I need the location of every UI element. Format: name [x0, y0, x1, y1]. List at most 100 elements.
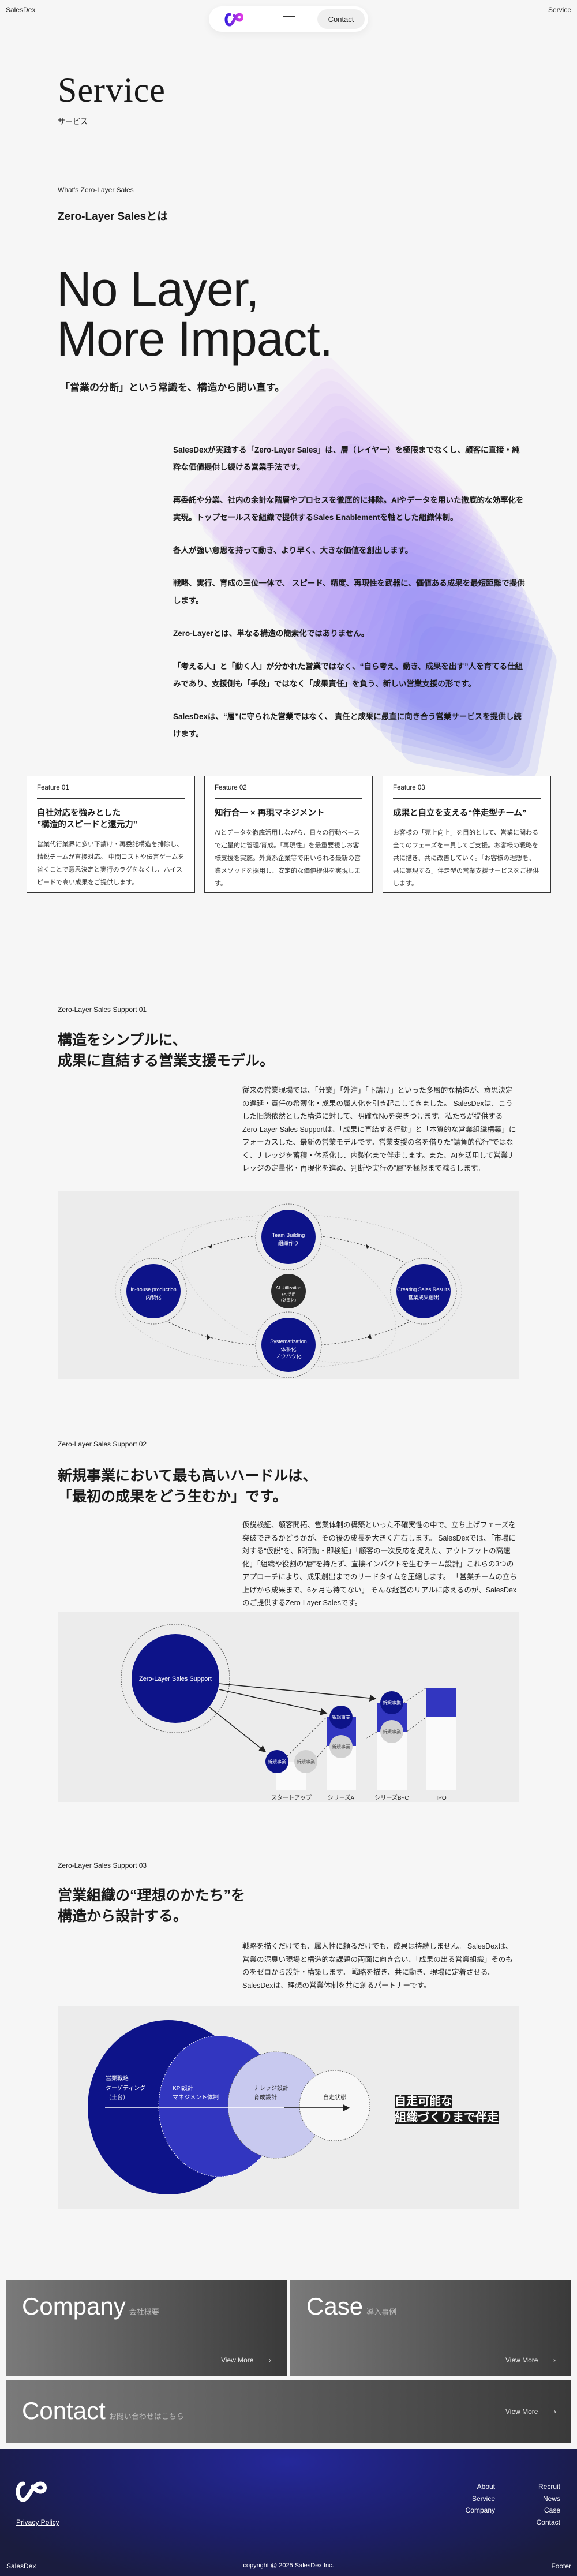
footer-link[interactable]: About — [477, 2482, 495, 2491]
footer-logo-icon[interactable] — [15, 2480, 50, 2506]
arrow-head-icon — [209, 1244, 212, 1249]
svg-text:ターゲティング: ターゲティング — [106, 2084, 145, 2092]
card-title: Case — [306, 2293, 364, 2320]
contact-button[interactable]: Contact — [317, 9, 365, 29]
chevron-right-icon: › — [554, 2407, 556, 2416]
card-subtitle: 導入事例 — [366, 2308, 397, 2316]
layers-diagram: 営業戦略ターゲティング（土台） KPI設計マネジメント体制 ナレッジ設計育成設計… — [58, 2006, 519, 2209]
svg-text:新規事業: 新規事業 — [332, 1714, 350, 1720]
layer-autonomous — [299, 2070, 370, 2141]
svg-text:ナレッジ設計: ナレッジ設計 — [254, 2084, 288, 2092]
support-02-title: 新規事業において最も高いハードルは、 「最初の成果をどう生むか」です。 — [58, 1468, 317, 1505]
intro-paragraph: 再委託や分業、社内の余計な階層やプロセスを徹底的に排除。AIやデータを用いた徹底… — [173, 496, 524, 522]
feature-title: 成果と自立を支える“伴走型チーム” — [393, 809, 527, 818]
nav-bar: Contact — [209, 6, 368, 32]
hero-tagline: 「営業の分断」という常識を、構造から問い直す。 — [60, 382, 285, 393]
node-sales-results: Creating Sales Results 営業成果創出 — [390, 1258, 457, 1325]
footer-label: Footer — [551, 2562, 571, 2570]
footer-brand: SalesDex — [6, 2562, 36, 2570]
stage-label: IPO — [436, 1795, 446, 1801]
svg-text:Creating Sales Results: Creating Sales Results — [397, 1287, 450, 1292]
footer-link[interactable]: Contact — [536, 2518, 560, 2526]
support-ring — [121, 1624, 230, 1733]
feature-title: 自社対応を強みとした ”構造的スピードと還元力” — [37, 809, 137, 829]
footer: Privacy Policy About Service Company Rec… — [0, 2449, 577, 2576]
stage-label: スタートアップ — [271, 1794, 312, 1801]
intro-paragraph: 各人が強い意思を持って動き、より早く、大きな価値を創出します。 — [173, 546, 413, 555]
feature-card: Feature 03 成果と自立を支える“伴走型チーム” お客様の「売上向上」を… — [383, 776, 551, 893]
card-title: Company — [22, 2293, 126, 2320]
stage-label: シリーズA — [328, 1794, 354, 1801]
support-02-body: 仮説検証、顧客開拓、営業体制の構築といった不確実性の中で、立ち上げフェーズを突破… — [242, 1521, 517, 1607]
svg-text:営業成果創出: 営業成果創出 — [408, 1294, 439, 1300]
callout-text: 組織づくりまで伴走 — [395, 2111, 499, 2124]
menu-icon[interactable] — [283, 16, 295, 22]
footer-link[interactable]: Case — [544, 2506, 560, 2514]
view-more-link[interactable]: View More — [221, 2356, 254, 2364]
feature-label: Feature 01 — [37, 784, 185, 799]
intro-paragraph: SalesDexが実践する「Zero-Layer Sales」は、層（レイヤー）… — [173, 446, 520, 472]
svg-text:体系化: 体系化 — [280, 1346, 296, 1352]
support-01-body: 従来の営業現場では、「分業」「外注」「下請け」といった多層的な構造が、意思決定の… — [242, 1086, 516, 1172]
card-subtitle: 会社概要 — [129, 2308, 159, 2316]
view-more-link[interactable]: View More — [505, 2407, 538, 2416]
page-subtitle: サービス — [58, 117, 88, 126]
growth-diagram: Zero-Layer Sales Support 新規事業 新規事業 新規事業 … — [58, 1612, 519, 1802]
hero-headline: No Layer, More Impact. — [57, 262, 333, 366]
svg-text:Team Building: Team Building — [272, 1232, 305, 1238]
intro-text: SalesDexが実践する「Zero-Layer Sales」は、層（レイヤー）… — [173, 442, 525, 758]
svg-text:In-house production: In-house production — [130, 1287, 177, 1292]
support-01-label: Zero-Layer Sales Support 01 — [58, 1005, 147, 1014]
intro-paragraph: 戦略、実行、育成の三位一体で、 スピード、精度、再現性を武器に、価値ある成果を最… — [173, 579, 525, 605]
feature-label: Feature 02 — [215, 784, 362, 799]
feature-card: Feature 01 自社対応を強みとした ”構造的スピードと還元力” 営業代行… — [27, 776, 195, 893]
svg-text:（土台）: （土台） — [106, 2093, 129, 2101]
chevron-right-icon: › — [553, 2356, 556, 2364]
intro-paragraph: Zero-Layerとは、単なる構造の簡素化ではありません。 — [173, 629, 369, 638]
card-subtitle: お問い合わせはこちら — [108, 2412, 184, 2421]
privacy-policy-link[interactable]: Privacy Policy — [16, 2518, 59, 2526]
footer-link[interactable]: Service — [471, 2494, 495, 2503]
support-circle — [132, 1634, 219, 1723]
headline-line: More Impact. — [57, 312, 333, 366]
brand-name[interactable]: SalesDex — [6, 6, 36, 14]
footer-link[interactable]: Recruit — [538, 2482, 560, 2491]
svg-text:新規事業: 新規事業 — [332, 1744, 350, 1749]
infinity-logo-icon[interactable] — [224, 12, 245, 30]
copyright: copyright @ 2025 SalesDex Inc. — [243, 2562, 334, 2569]
support-circle-label: Zero-Layer Sales Support — [139, 1676, 212, 1683]
chevron-right-icon: › — [269, 2356, 271, 2364]
feature-body: AIとデータを徹底活用しながら、日々の行動ベースで定量的に管理/育成。「再現性」… — [215, 829, 361, 887]
svg-text:KPI設計: KPI設計 — [173, 2084, 193, 2092]
feature-card: Feature 02 知行合一 × 再現マネジメント AIとデータを徹底活用しな… — [204, 776, 373, 893]
feature-body: 営業代行業界に多い下請け・再委託構造を排除し、精鋭チームが直接対応。 中間コスト… — [37, 841, 185, 886]
node-ai-utilization: AI Utilization+AI活用（効率化） — [271, 1274, 306, 1308]
arrow-head-icon — [366, 1244, 369, 1249]
page-title: Service — [58, 71, 166, 109]
view-more-link[interactable]: View More — [505, 2356, 538, 2364]
svg-text:新規事業: 新規事業 — [268, 1759, 286, 1764]
svg-text:育成設計: 育成設計 — [254, 2093, 277, 2101]
support-03-title: 営業組織の“理想のかたち”を 構造から設計する。 — [58, 1887, 246, 1924]
headline-line: No Layer, — [57, 262, 260, 316]
svg-text:ノウハウ化: ノウハウ化 — [275, 1353, 301, 1359]
arrow-head-icon — [207, 1334, 211, 1340]
arrow-head-icon — [367, 1334, 372, 1339]
section-title: Zero-Layer Salesとは — [58, 211, 168, 223]
footer-link[interactable]: Company — [465, 2506, 495, 2514]
svg-text:（効率化）: （効率化） — [279, 1298, 299, 1303]
svg-text:新規事業: 新規事業 — [297, 1759, 315, 1764]
support-01-title: 構造をシンプルに、 成果に直結する営業支援モデル。 — [58, 1032, 275, 1069]
node-team-building: Team Building 組織作り — [255, 1203, 322, 1270]
svg-text:営業戦略: 営業戦略 — [106, 2074, 129, 2082]
callout-text: 自走可能な — [395, 2095, 452, 2108]
feature-label: Feature 03 — [393, 784, 541, 799]
footer-link[interactable]: News — [542, 2494, 560, 2503]
svg-text:組織作り: 組織作り — [278, 1240, 299, 1246]
